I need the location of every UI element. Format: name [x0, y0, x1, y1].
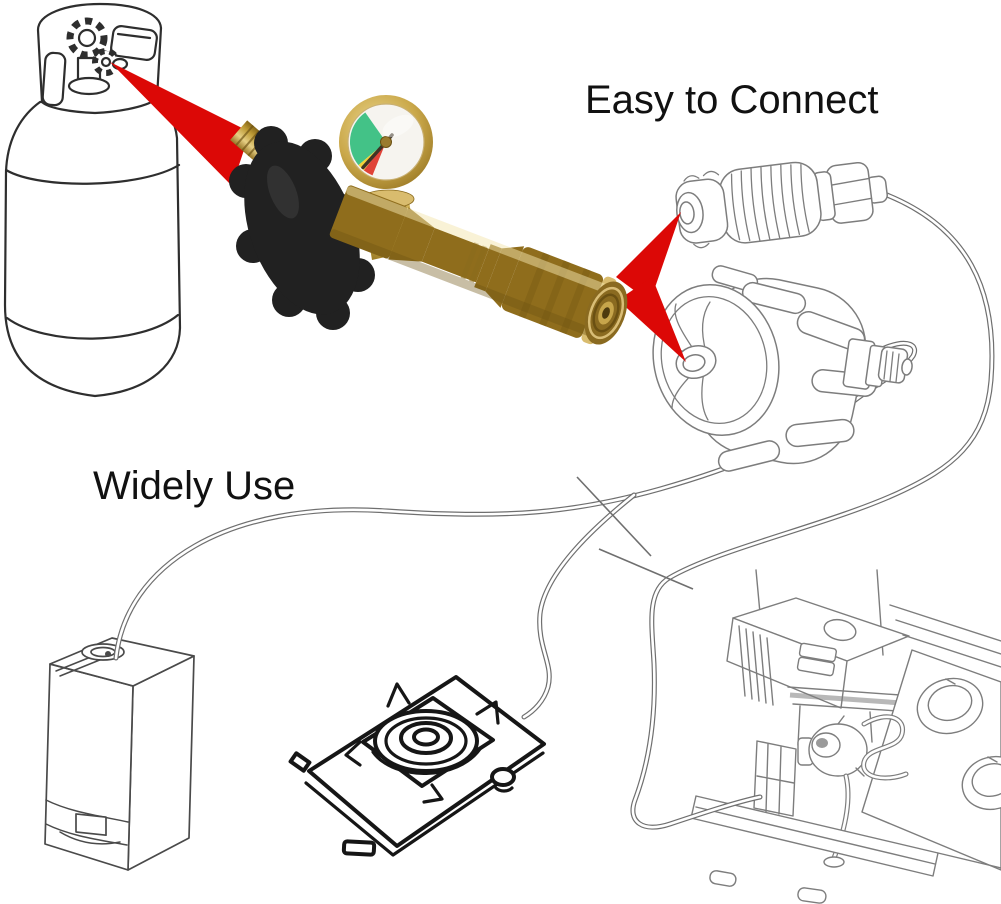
adapter-body — [329, 185, 617, 345]
acme-tank-connector-fitting — [652, 265, 913, 472]
heater-display — [75, 813, 107, 836]
easy-to-connect-label: Easy to Connect — [585, 78, 879, 122]
propane-tank-illustration — [3, 2, 182, 398]
adapter-outlet-thread — [584, 281, 628, 345]
gas-hoses — [116, 193, 992, 827]
tank-valve — [66, 17, 129, 96]
grill-knob — [916, 677, 984, 735]
connection-arrows — [110, 62, 686, 362]
arrow-to-quick-connect — [616, 212, 681, 302]
stove-igniter-knob — [490, 767, 516, 787]
widely-use-label: Widely Use — [93, 464, 296, 508]
tank-collar-handle-hole — [41, 51, 67, 107]
connector-grips — [711, 265, 877, 472]
arrow-to-tank — [110, 62, 250, 186]
tank-collar-handle-hole — [110, 25, 158, 61]
grill-hose-fitting — [753, 740, 797, 817]
fitting-threads — [730, 164, 810, 242]
adapter-with-gauge-product — [229, 95, 628, 345]
connector-outlet-shaft — [842, 338, 913, 390]
gas-grill-illustration — [690, 569, 1001, 904]
gas-stove-illustration — [288, 675, 546, 857]
male-quick-connect-fitting — [675, 161, 888, 249]
grill-knob — [961, 755, 1001, 811]
gauge-green-zone — [349, 112, 386, 166]
grill-side-vents — [738, 625, 774, 706]
hose-crossing — [598, 548, 694, 590]
arrow-to-acme-connector — [618, 277, 686, 362]
pressure-gauge — [339, 95, 433, 189]
water-heater-illustration — [44, 637, 195, 871]
grill-regulator — [797, 716, 906, 868]
hose-crossing — [576, 476, 652, 557]
